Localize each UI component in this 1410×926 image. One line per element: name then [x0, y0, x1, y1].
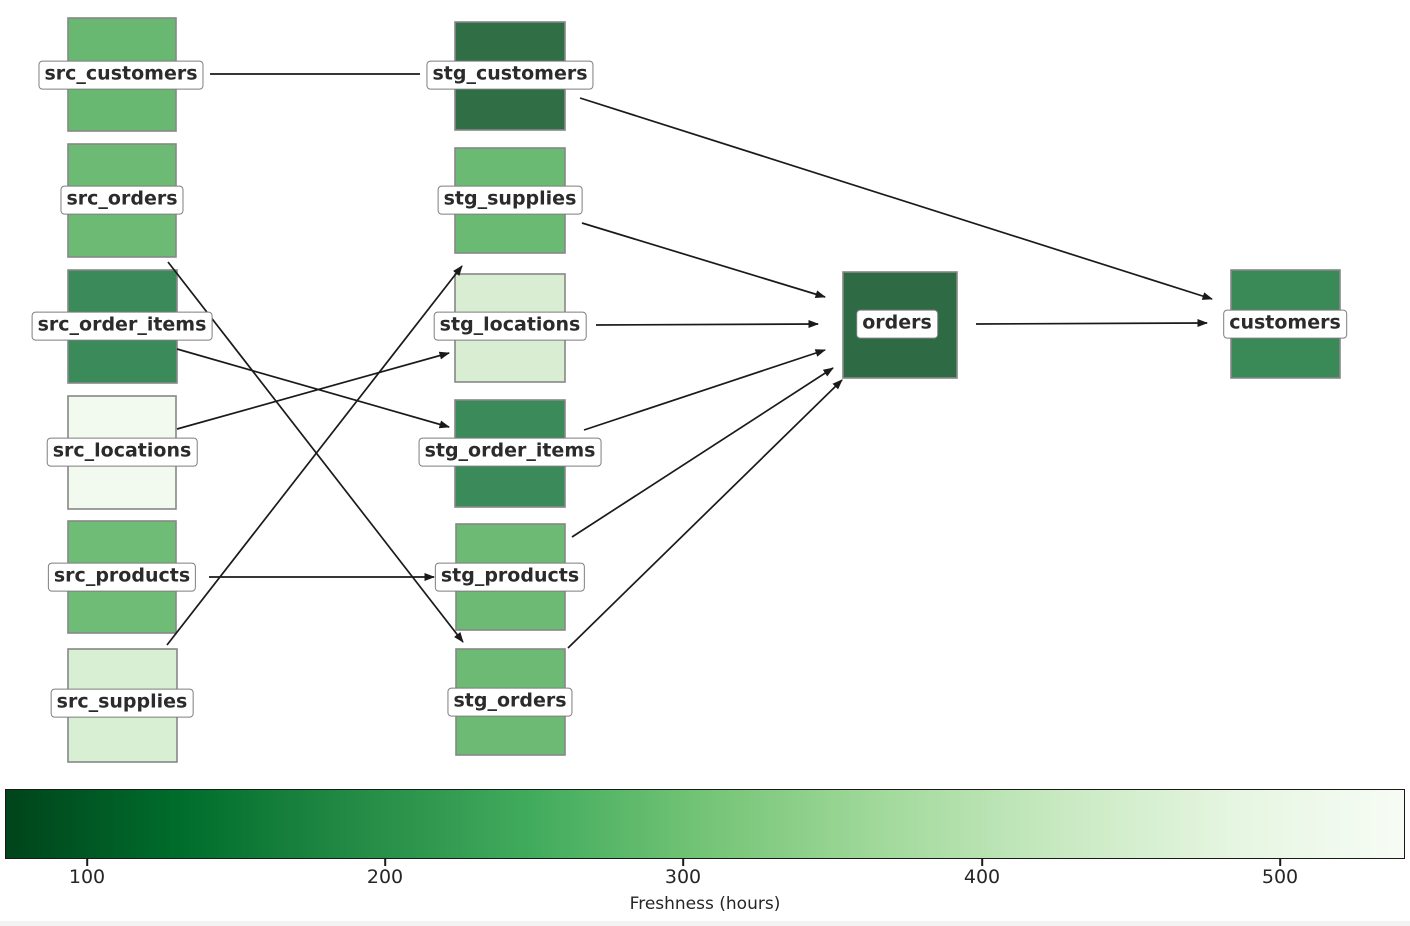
node-box-orders [842, 271, 958, 379]
node-box-stg_locations [454, 273, 566, 383]
colorbar-tick-label: 500 [1261, 866, 1299, 888]
node-box-stg_supplies [454, 147, 566, 254]
edges-layer [166, 73, 1213, 649]
edge-stg_orders-to-orders [567, 379, 843, 649]
node-box-src_order_items [67, 269, 178, 384]
node-box-src_locations [67, 395, 177, 510]
colorbar-tick-label: 200 [366, 866, 404, 888]
footer-strip [0, 921, 1410, 926]
edge-orders-to-customers [975, 319, 1208, 328]
node-box-stg_orders [455, 648, 566, 756]
node-box-customers [1230, 269, 1341, 379]
edge-stg_supplies-to-orders [581, 222, 826, 299]
colorbar-tick-mark [384, 859, 386, 866]
edge-stg_order_items-to-orders [583, 349, 826, 431]
colorbar-tick-mark [981, 859, 983, 866]
node-box-stg_customers [454, 21, 566, 131]
node-box-src_supplies [67, 648, 178, 763]
colorbar-tick-mark [682, 859, 684, 866]
colorbar-tick-mark [86, 859, 88, 866]
node-box-stg_products [455, 523, 566, 631]
edge-stg_products-to-orders [571, 367, 834, 538]
colorbar-axis-label: Freshness (hours) [629, 894, 781, 914]
edge-src_supplies-to-stg_supplies [166, 265, 463, 646]
node-box-src_customers [67, 17, 177, 132]
colorbar-tick-label: 400 [963, 866, 1001, 888]
edge-src_order_items-to-stg_order_items [176, 348, 450, 429]
edge-src_locations-to-stg_locations [176, 351, 450, 430]
edge-stg_locations-to-orders [595, 320, 819, 329]
colorbar-tick-label: 100 [68, 866, 106, 888]
node-box-src_products [67, 520, 177, 634]
colorbar-tick-label: 300 [664, 866, 702, 888]
node-box-stg_order_items [454, 399, 566, 508]
edge-src_orders-to-stg_orders [167, 261, 464, 643]
edge-stg_customers-to-customers [579, 97, 1213, 300]
node-box-src_orders [67, 143, 177, 258]
colorbar-gradient [5, 789, 1405, 859]
colorbar-tick-mark [1279, 859, 1281, 866]
